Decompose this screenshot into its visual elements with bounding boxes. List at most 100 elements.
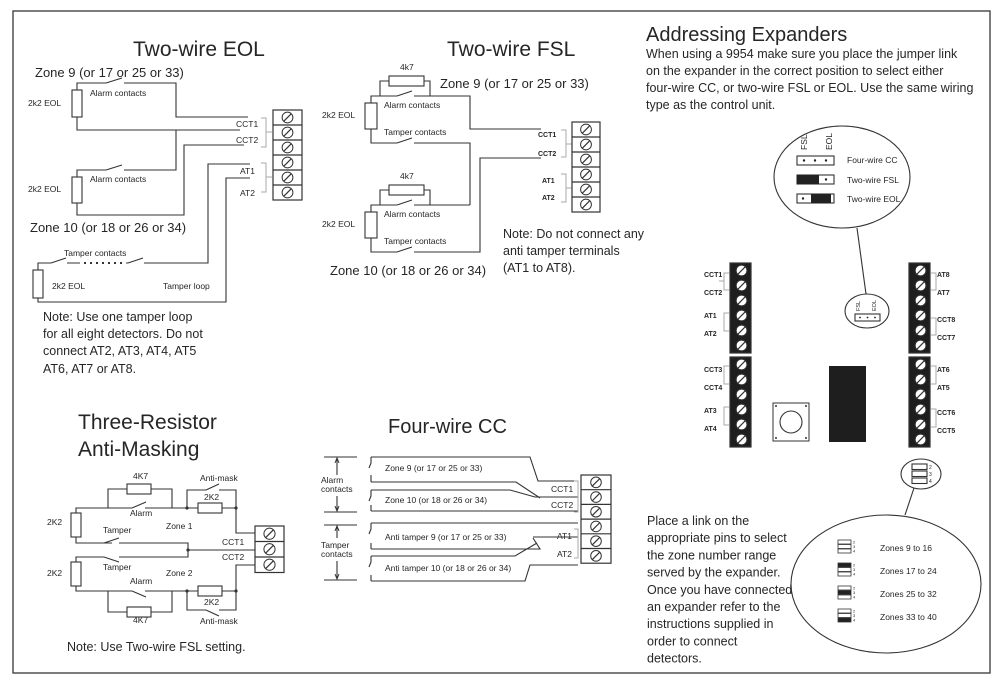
eol-title: Two-wire EOL bbox=[133, 38, 265, 61]
terminal-brackets bbox=[574, 480, 579, 559]
tamper-switches bbox=[50, 257, 144, 264]
addressing-expanders-section: Addressing Expanders When using a 9954 m… bbox=[646, 24, 982, 666]
screw-slot bbox=[591, 478, 601, 487]
pin-number: 3 bbox=[853, 613, 856, 618]
link-note-line: appropriate pins to select bbox=[647, 531, 787, 545]
ic-chip bbox=[829, 366, 866, 442]
pin-number: 2 bbox=[853, 586, 856, 591]
screw-slot bbox=[265, 544, 274, 554]
screw-slot bbox=[581, 185, 591, 194]
fsl-switches bbox=[396, 90, 413, 253]
eol-zone10-label: Zone 10 (or 18 or 26 or 34) bbox=[30, 220, 186, 235]
terminal-label-cct2: CCT2 bbox=[222, 552, 244, 562]
fourwire-loops bbox=[371, 456, 578, 582]
screw-slot bbox=[916, 326, 925, 335]
left-terminal-strip-upper bbox=[729, 262, 752, 354]
2k2-label: 2K2 bbox=[204, 597, 219, 607]
eol-terminal-block bbox=[272, 109, 303, 201]
screw-slot bbox=[737, 390, 746, 399]
terminal-label-at2: AT2 bbox=[542, 195, 555, 202]
jumper-four-wire-cc bbox=[796, 155, 835, 166]
screw-slot bbox=[591, 507, 601, 516]
alarm-contacts-label: Alarm contacts bbox=[90, 88, 146, 98]
zone-jumper-pin bbox=[837, 608, 852, 614]
jumper-fsl-label: FSL bbox=[799, 134, 809, 150]
terminal-block-body bbox=[729, 356, 752, 448]
fsl-note-line: anti tamper terminals bbox=[503, 244, 620, 258]
zone-jumper-pin bbox=[837, 617, 852, 623]
addressing-intro-line: type as the control unit. bbox=[646, 98, 775, 112]
pin-number: 4 bbox=[853, 595, 856, 600]
screw-slot bbox=[916, 311, 925, 320]
contact-group-markers bbox=[324, 456, 357, 581]
loop-label: Zone 10 (or 18 or 26 or 34) bbox=[385, 495, 487, 505]
terminal-label-cct1: CCT1 bbox=[538, 132, 556, 139]
link-note-line: served by the expander. bbox=[647, 566, 780, 580]
link-note-line: detectors. bbox=[647, 652, 702, 666]
fsl-wiring bbox=[370, 80, 541, 253]
terminal-label-at1: AT1 bbox=[557, 531, 572, 541]
tamper-contacts-label: Tamper contacts bbox=[384, 127, 446, 137]
link-note-line: an expander refer to the bbox=[647, 600, 780, 614]
screw-slot bbox=[283, 158, 292, 167]
board-terminal-label: AT4 bbox=[704, 426, 717, 433]
screw-slot bbox=[591, 492, 601, 502]
board-terminal-label: AT1 bbox=[704, 313, 717, 320]
eol-resistor bbox=[71, 89, 83, 118]
zone-range-label: Zones 17 to 24 bbox=[880, 566, 937, 576]
fourwire-terminal-block bbox=[580, 474, 612, 564]
jumper-two-wire-fsl bbox=[796, 174, 835, 185]
screw-slot bbox=[737, 360, 746, 369]
pin-number: 4 bbox=[853, 549, 856, 554]
2k2-resistor bbox=[70, 512, 82, 538]
fourwire-title: Four-wire CC bbox=[388, 416, 507, 438]
4k7-label: 4k7 bbox=[400, 62, 414, 72]
mode-label: Two-wire FSL bbox=[847, 175, 899, 185]
terminal-block-body bbox=[908, 262, 931, 354]
address-callout bbox=[790, 514, 982, 654]
addressing-title: Addressing Expanders bbox=[646, 24, 847, 46]
screw-slot bbox=[737, 296, 746, 305]
4k7-resistor bbox=[126, 606, 152, 618]
pin-number: 2 bbox=[853, 563, 856, 568]
pin-number: 2 bbox=[853, 540, 856, 545]
zone-jumper-pin bbox=[837, 585, 852, 591]
screw-slot bbox=[916, 435, 925, 444]
callout-leader bbox=[856, 227, 867, 295]
two-wire-fsl-diagram: Two-wire FSL Zone 9 (or 17 or 25 or 33) … bbox=[322, 38, 645, 278]
board-terminal-label: AT5 bbox=[937, 385, 950, 392]
zone-jumper-pin bbox=[837, 594, 852, 600]
screw-slot bbox=[737, 266, 746, 275]
screw-slot bbox=[737, 375, 746, 384]
link-note-line: the zone number range bbox=[647, 548, 776, 562]
terminal-label-at2: AT2 bbox=[240, 188, 255, 198]
mode-label: Four-wire CC bbox=[847, 155, 898, 165]
zone-jumper-pin bbox=[837, 539, 852, 545]
link-note-line: Once you have connected bbox=[647, 583, 792, 597]
fsl-4k7-resistor bbox=[388, 75, 425, 87]
antimask-wiring bbox=[75, 488, 255, 613]
pin-number: 2 bbox=[929, 465, 932, 471]
screw-slot bbox=[737, 435, 746, 444]
alarm-label: Alarm bbox=[130, 508, 152, 518]
zone2-label: Zone 2 bbox=[166, 568, 193, 578]
four-wire-cc-diagram: Four-wire CC Alarm contacts Tamper conta… bbox=[321, 416, 612, 582]
eol-resistor-label: 2k2 EOL bbox=[28, 98, 61, 108]
board-terminal-label: CCT7 bbox=[937, 335, 955, 342]
anti-mask-label: Anti-mask bbox=[200, 473, 239, 483]
zone-range-label: Zones 9 to 16 bbox=[880, 543, 932, 553]
terminal-label-cct2: CCT2 bbox=[236, 135, 258, 145]
pin-number: 4 bbox=[853, 572, 856, 577]
antimask-switches bbox=[103, 483, 220, 617]
right-terminal-strip-lower bbox=[908, 356, 931, 448]
board-terminal-label: CCT1 bbox=[704, 272, 722, 279]
contact-group-arrows bbox=[334, 456, 340, 581]
board-terminal-label: CCT5 bbox=[937, 428, 955, 435]
screw-slot bbox=[916, 296, 925, 305]
addressing-intro-line: four-wire CC, or two-wire FSL or EOL. Us… bbox=[646, 81, 973, 95]
screw-slot bbox=[916, 405, 925, 414]
alarm-contacts-label: Alarm contacts bbox=[90, 174, 146, 184]
